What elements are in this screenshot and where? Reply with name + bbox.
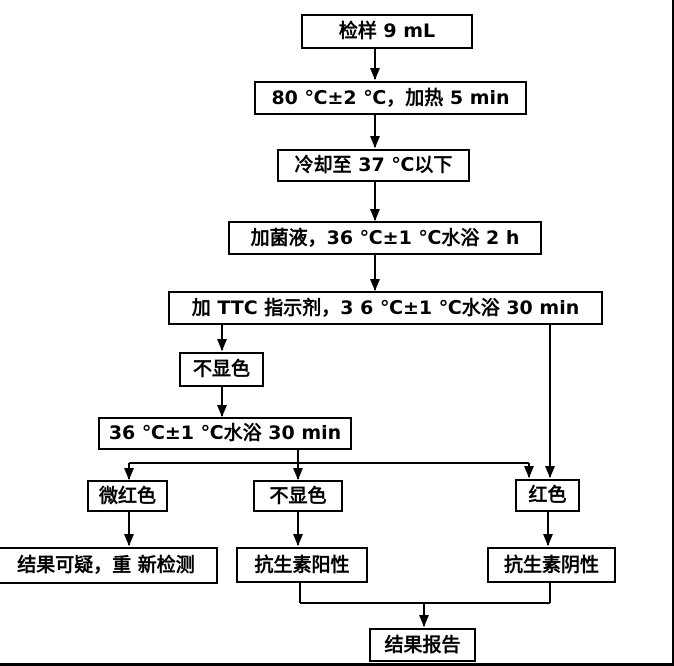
node-heat: 80 ℃±2 ℃，加热 5 min <box>254 81 527 115</box>
node-nocolor1: 不显色 <box>179 352 264 387</box>
node-cool: 冷却至 37 ℃以下 <box>277 149 470 182</box>
node-positive: 抗生素阳性 <box>236 547 368 583</box>
node-red: 红色 <box>515 479 580 512</box>
node-nocolor2: 不显色 <box>253 480 343 512</box>
node-suspect: 结果可疑，重 新检测 <box>0 547 218 584</box>
node-report: 结果报告 <box>369 628 476 662</box>
node-slightred: 微红色 <box>87 480 168 512</box>
node-sample: 检样 9 mL <box>301 14 473 49</box>
node-negative: 抗生素阴性 <box>487 547 616 583</box>
node-bath30: 36 ℃±1 ℃水浴 30 min <box>98 417 352 450</box>
node-ttc: 加 TTC 指示剂，3 6 ℃±1 ℃水浴 30 min <box>168 291 603 325</box>
node-bacteria: 加菌液，36 ℃±1 ℃水浴 2 h <box>228 221 542 255</box>
